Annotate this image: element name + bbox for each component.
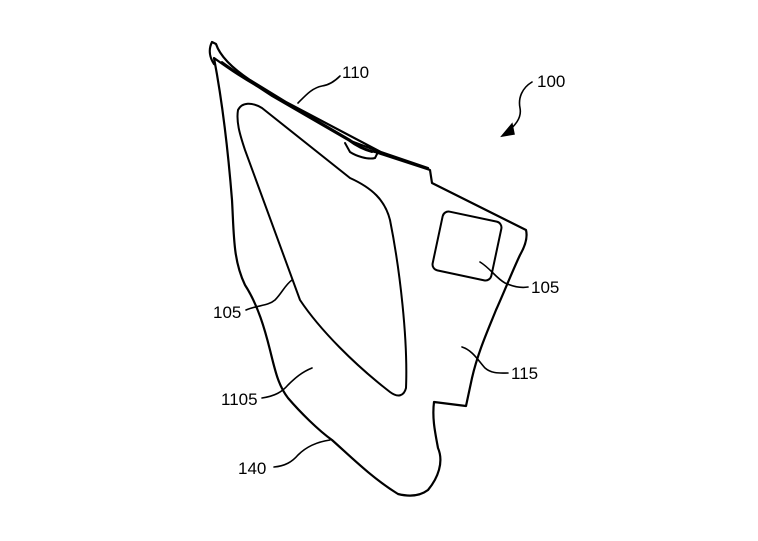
label-115: 115 (511, 364, 538, 383)
label-1105: 1105 (221, 390, 258, 409)
label-110: 110 (342, 63, 369, 82)
arrow-head (500, 122, 515, 138)
leader-140 (273, 439, 331, 468)
small-window (431, 210, 503, 282)
leader-1105 (261, 367, 313, 399)
top-notch (344, 142, 379, 160)
curved-arrow-icon (504, 81, 533, 135)
leader-105-large (245, 279, 293, 311)
panel-body (212, 56, 528, 497)
top-fold-line (221, 61, 373, 153)
leader-105-small (479, 261, 529, 289)
leader-115 (461, 346, 509, 374)
leader-110 (297, 75, 341, 104)
large-window (236, 102, 408, 397)
label-105-small: 105 (531, 278, 559, 297)
label-140: 140 (238, 459, 266, 478)
label-100: 100 (537, 72, 565, 91)
label-105-large: 105 (213, 303, 241, 322)
